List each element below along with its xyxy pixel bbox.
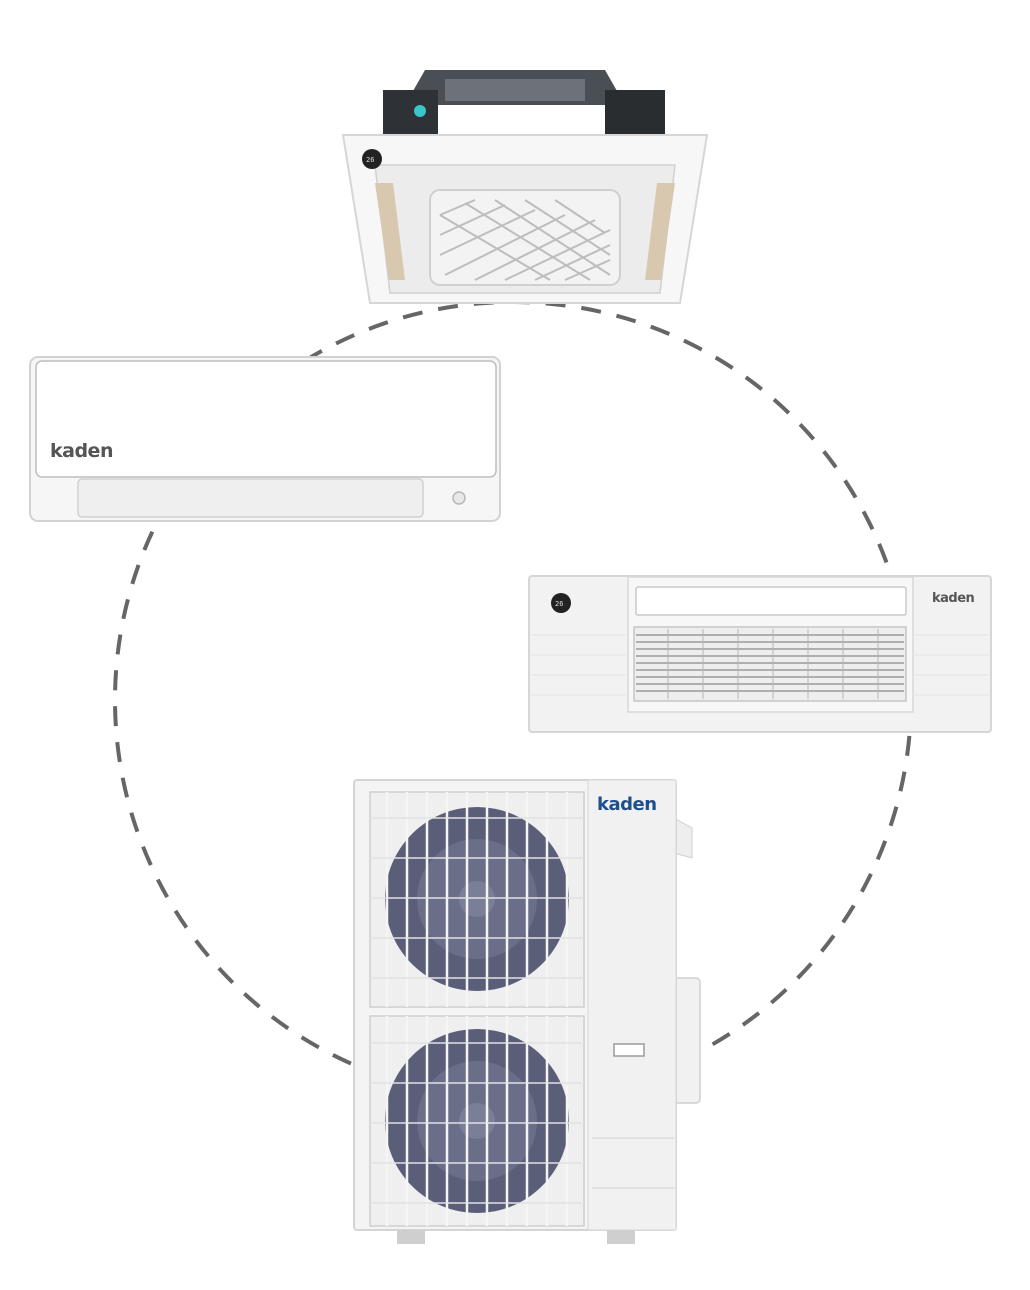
ceiling-cassette-unit: 26 [335, 65, 715, 310]
outdoor-brand-label: kaden [597, 794, 657, 815]
wall-mounted-unit: kaden [28, 355, 503, 525]
ceiling-cassette-icon: 26 [341, 70, 709, 304]
wall-mounted-icon [29, 356, 501, 522]
wall-unit-brand-label: kaden [50, 440, 113, 462]
cassette-brand-label: kaden [932, 591, 975, 606]
outdoor-condenser-icon [353, 779, 701, 1244]
svg-text:26: 26 [366, 156, 374, 164]
one-way-cassette-icon: 26 [528, 575, 992, 733]
outdoor-condenser-unit: kaden [352, 778, 704, 1248]
one-way-cassette-unit: 26 kaden [528, 575, 992, 733]
svg-text:26: 26 [555, 600, 563, 608]
